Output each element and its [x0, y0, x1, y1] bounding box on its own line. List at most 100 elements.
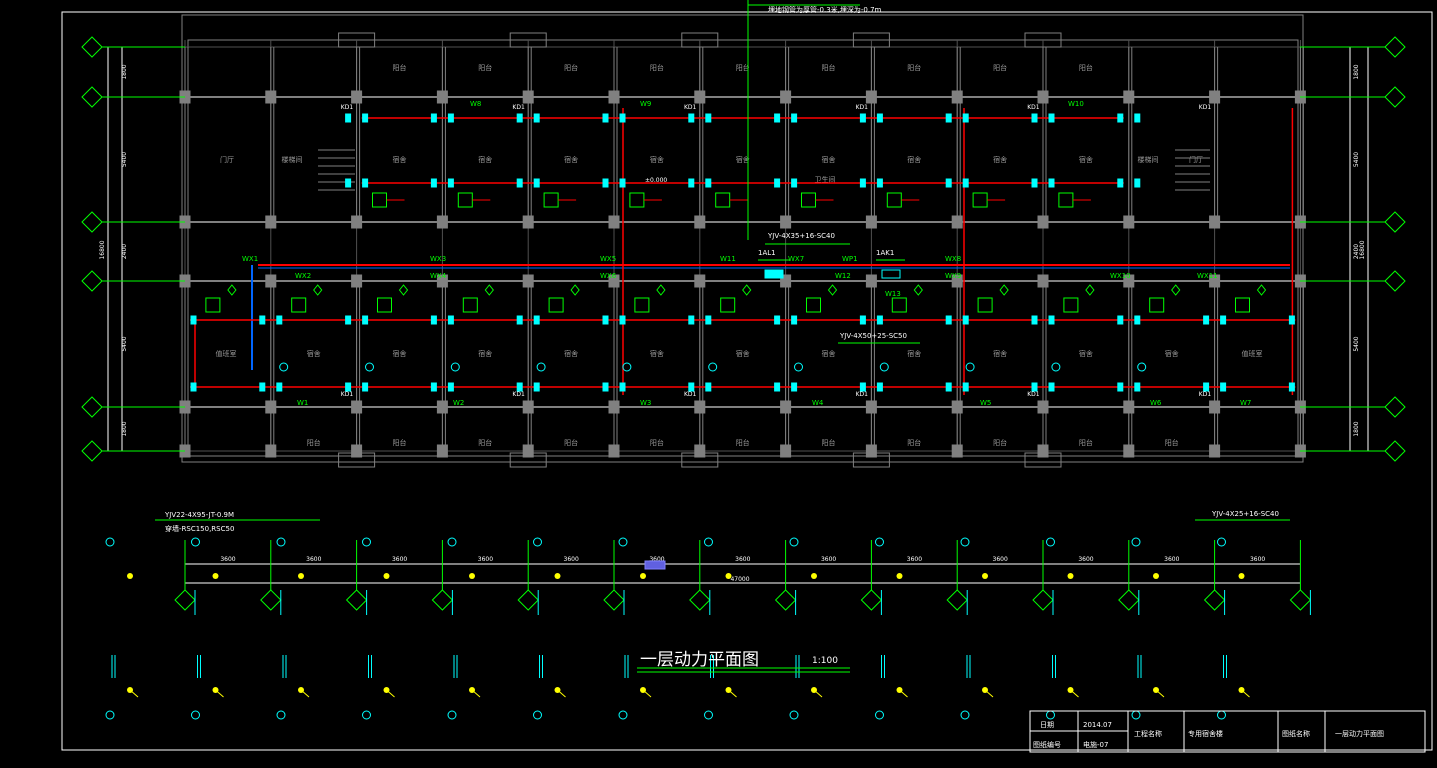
socket-icon — [1031, 315, 1038, 325]
socket-icon — [859, 178, 866, 188]
light-icon — [960, 710, 970, 720]
panel-label: 1AL1 — [758, 249, 776, 257]
column — [1209, 215, 1221, 229]
air-conditioner-icon — [1235, 297, 1250, 313]
circuit-label: WX11 — [1197, 272, 1218, 280]
junction-box-label: KD1 — [856, 391, 869, 398]
socket-icon — [705, 382, 712, 392]
light-icon — [105, 537, 115, 547]
ac-unit-top — [1024, 32, 1062, 48]
socket-icon — [345, 315, 352, 325]
socket-icon — [430, 315, 437, 325]
room-label: 宿舍 — [564, 155, 578, 164]
column — [1209, 90, 1221, 104]
elevation-mark: ±0.000 — [645, 177, 667, 184]
socket-icon — [876, 382, 883, 392]
air-conditioner-icon — [806, 297, 821, 313]
room-label: 宿舍 — [478, 349, 492, 358]
socket-icon — [945, 178, 952, 188]
column — [780, 90, 792, 104]
socket-icon — [1288, 315, 1295, 325]
ceiling-fan-icon — [708, 362, 718, 372]
column — [951, 274, 963, 288]
axis-bubble-bottom — [345, 589, 368, 611]
column — [351, 400, 363, 414]
circuit-label: W13 — [885, 290, 901, 298]
column — [436, 215, 448, 229]
sheet-label: 图纸名称 — [1282, 729, 1310, 738]
column — [608, 215, 620, 229]
socket-icon — [688, 315, 695, 325]
axis-bubble-bottom — [603, 589, 625, 611]
room-label: 阳台 — [393, 63, 407, 72]
column — [951, 400, 963, 414]
socket-icon — [447, 178, 454, 188]
column — [351, 274, 363, 288]
room-label: 宿舍 — [1079, 155, 1093, 164]
column — [951, 90, 963, 104]
column — [436, 274, 448, 288]
room-label: 阳台 — [822, 438, 836, 447]
light-icon — [447, 710, 457, 720]
light-icon — [191, 710, 200, 720]
socket-icon — [1048, 382, 1055, 392]
column — [865, 215, 877, 229]
switch-icon — [656, 284, 666, 296]
switch-icon — [982, 573, 988, 579]
axis-bubble-bottom — [1203, 589, 1226, 611]
axis-bubble-right — [1384, 211, 1406, 233]
dimension-text: 3600 — [993, 556, 1008, 563]
column — [436, 90, 448, 104]
switch-icon — [398, 284, 409, 296]
socket-icon — [362, 382, 369, 392]
column — [608, 90, 620, 104]
air-conditioner-icon — [1063, 297, 1079, 313]
socket-icon — [619, 382, 626, 392]
axis-bubble-left — [81, 36, 103, 58]
axis-bubble-bottom — [1289, 589, 1312, 611]
socket-icon — [362, 113, 369, 123]
ceiling-fan-icon — [1137, 362, 1147, 372]
dimension-text: 3600 — [478, 556, 493, 563]
column — [265, 444, 277, 458]
room-label: 宿舍 — [907, 349, 921, 358]
socket-icon — [774, 382, 781, 392]
axis-bubble-right — [1384, 440, 1406, 462]
socket-icon — [1220, 315, 1227, 325]
room-label: 宿舍 — [1079, 349, 1093, 358]
dimension-text: 3600 — [735, 556, 750, 563]
socket-icon — [859, 113, 866, 123]
socket-icon — [516, 113, 523, 123]
room-label: 宿舍 — [307, 349, 321, 358]
project-value: 专用宿舍楼 — [1188, 729, 1223, 738]
circuit-label: W12 — [835, 272, 851, 280]
socket-icon — [1203, 315, 1210, 325]
socket-icon — [1134, 315, 1141, 325]
air-conditioner-icon — [1149, 297, 1165, 313]
socket-icon — [516, 382, 523, 392]
dimension-text: 16800 — [1359, 240, 1366, 259]
column — [694, 90, 706, 104]
air-conditioner-icon — [801, 192, 816, 208]
column — [1123, 90, 1135, 104]
switch-icon — [212, 573, 219, 579]
socket-icon — [516, 315, 523, 325]
circuit-label: WX6 — [600, 272, 617, 280]
socket-icon — [859, 315, 866, 325]
column — [522, 444, 534, 458]
socket-icon — [447, 315, 454, 325]
light-icon — [276, 537, 286, 547]
light-icon — [1131, 537, 1141, 547]
switch-icon — [554, 573, 561, 579]
air-conditioner-icon — [634, 297, 650, 313]
dimension-text: 5400 — [1353, 336, 1360, 351]
circuit-label: WX4 — [430, 272, 447, 280]
circuit-label: W1 — [297, 399, 308, 407]
ceiling-fan-icon — [879, 362, 889, 372]
socket-icon — [945, 315, 952, 325]
room-label: 阳台 — [650, 438, 664, 447]
dimension-text: 5400 — [121, 152, 128, 167]
column — [265, 215, 277, 229]
socket-icon — [962, 113, 969, 123]
